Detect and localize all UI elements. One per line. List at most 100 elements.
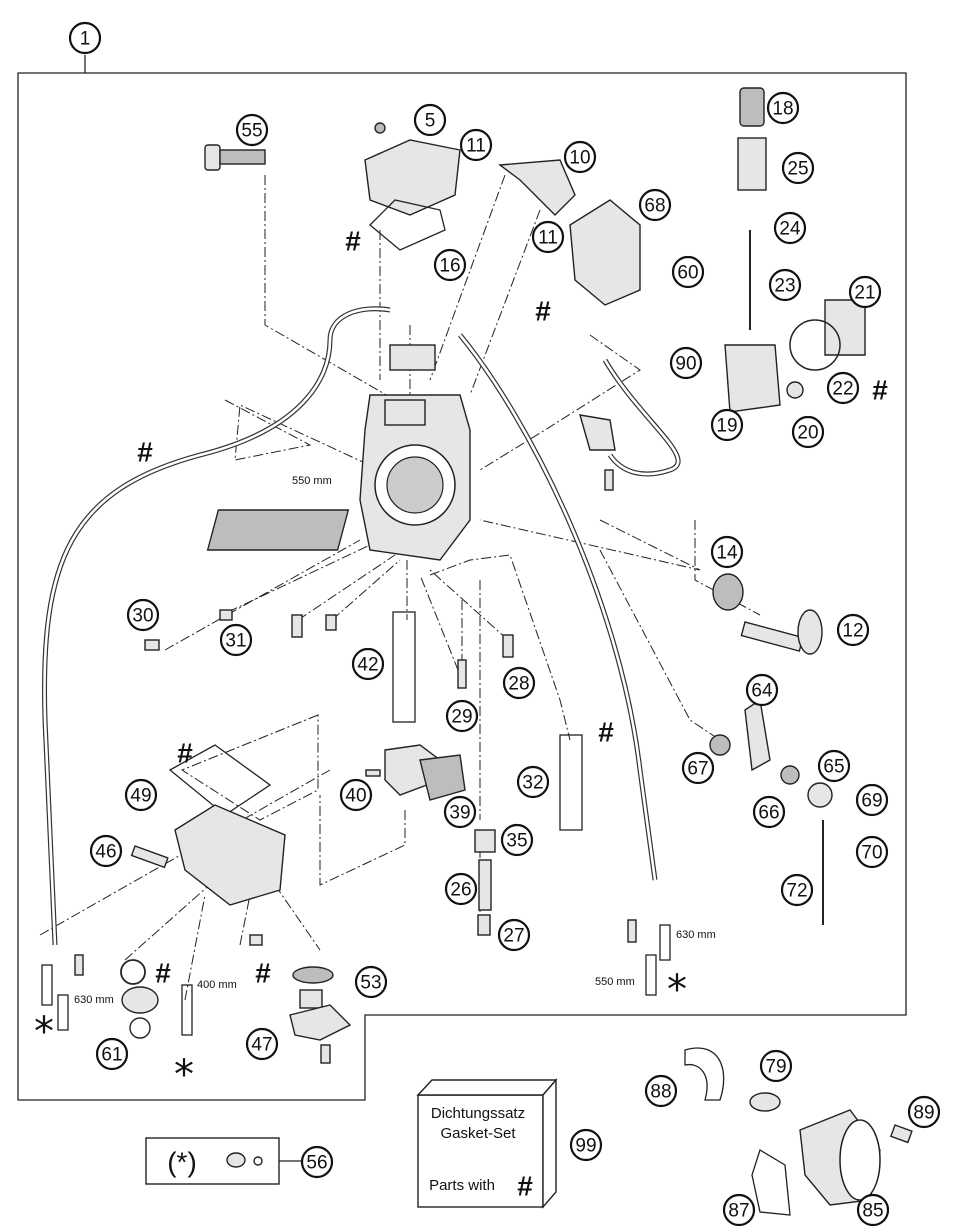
callout-56: 56 xyxy=(300,1145,334,1179)
callout-35: 35 xyxy=(500,823,534,857)
callout-47: 47 xyxy=(245,1027,279,1061)
hose-lines xyxy=(42,306,681,946)
callout-number: 23 xyxy=(774,276,795,297)
callout-circle xyxy=(855,835,889,869)
callout-circle xyxy=(351,647,385,681)
callout-number: 27 xyxy=(503,926,524,947)
star-marks: * * * xyxy=(34,967,687,1098)
callout-number: 11 xyxy=(466,136,486,157)
dim-630-right: 630 mm xyxy=(676,929,716,941)
callout-32: 32 xyxy=(516,765,550,799)
callout-number: 56 xyxy=(306,1153,327,1174)
callout-31: 31 xyxy=(219,623,253,657)
callout-circle xyxy=(502,666,536,700)
callout-circle xyxy=(768,268,802,302)
carburetor-body xyxy=(206,344,471,561)
callout-number: 66 xyxy=(758,803,779,824)
callout-20: 20 xyxy=(791,415,825,449)
callout-circle xyxy=(745,673,779,707)
star-mark: * xyxy=(174,1052,194,1098)
callout-circle xyxy=(531,220,565,254)
callout-circle xyxy=(759,1049,793,1083)
callout-number: 21 xyxy=(854,283,875,304)
callout-number: 87 xyxy=(728,1201,749,1222)
callout-circle xyxy=(773,211,807,245)
callout-number: 46 xyxy=(95,842,116,863)
dim-550-top: 550 mm xyxy=(292,475,332,487)
callout-number: 11 xyxy=(538,228,558,249)
callout-circle xyxy=(817,749,851,783)
callout-11: 11 xyxy=(459,128,493,162)
callout-number: 20 xyxy=(797,423,818,444)
callout-circle xyxy=(856,1193,890,1226)
callout-number: 85 xyxy=(862,1201,883,1222)
callout-number: 89 xyxy=(913,1103,934,1124)
callout-number: 64 xyxy=(751,681,773,702)
callout-number: 5 xyxy=(425,111,436,132)
callout-24: 24 xyxy=(773,211,807,245)
callout-number: 55 xyxy=(241,121,262,142)
callout-number: 25 xyxy=(787,159,808,180)
callout-99: 99 xyxy=(569,1128,603,1162)
callout-number: 14 xyxy=(716,543,738,564)
callout-number: 67 xyxy=(687,759,708,780)
callout-number: 70 xyxy=(861,843,882,864)
callout-circle xyxy=(235,113,269,147)
callout-circle xyxy=(300,1145,334,1179)
callout-circle xyxy=(644,1074,678,1108)
callout-circle xyxy=(791,415,825,449)
callout-number: 49 xyxy=(130,786,151,807)
callout-53: 53 xyxy=(354,965,388,999)
callout-number: 88 xyxy=(650,1082,671,1103)
callout-27: 27 xyxy=(497,918,531,952)
callout-number: 24 xyxy=(779,219,801,240)
callout-number: 29 xyxy=(451,707,472,728)
callout-number: 32 xyxy=(522,773,543,794)
callout-number: 26 xyxy=(450,880,471,901)
callout-16: 16 xyxy=(433,248,467,282)
callout-circle xyxy=(907,1095,941,1129)
callout-number: 65 xyxy=(823,757,844,778)
callout-68: 68 xyxy=(638,188,672,222)
callout-circle xyxy=(500,823,534,857)
callout-circle xyxy=(497,918,531,952)
callout-circle xyxy=(124,778,158,812)
callout-87: 87 xyxy=(722,1193,756,1226)
callout-18: 18 xyxy=(766,91,800,125)
callout-number: 19 xyxy=(716,416,737,437)
callout-circle xyxy=(569,1128,603,1162)
callout-circle xyxy=(669,346,703,380)
throttle-shaft xyxy=(712,573,823,655)
callout-55: 55 xyxy=(235,113,269,147)
callout-number: 31 xyxy=(225,631,246,652)
callout-circle xyxy=(516,765,550,799)
callout-22: 22 xyxy=(826,371,860,405)
top-cover xyxy=(364,122,461,251)
hash-mark: # xyxy=(177,738,193,769)
jet-parts xyxy=(144,609,583,831)
callout-circle xyxy=(710,408,744,442)
assembly-frame xyxy=(17,72,907,1101)
callout-number: 68 xyxy=(644,196,665,217)
dim-400: 400 mm xyxy=(197,979,237,991)
callout-number: 60 xyxy=(677,263,698,284)
callout-number: 39 xyxy=(449,803,470,824)
dim-630-left: 630 mm xyxy=(74,994,114,1006)
callout-number: 30 xyxy=(132,606,153,627)
part-90-cable xyxy=(579,414,616,451)
hash-marks: # # # # # # # # xyxy=(137,226,888,989)
callout-46: 46 xyxy=(89,834,123,868)
callout-circle xyxy=(245,1027,279,1061)
callout-circle xyxy=(826,371,860,405)
callout-85: 85 xyxy=(856,1193,890,1226)
callout-number: 42 xyxy=(357,655,378,676)
callout-30: 30 xyxy=(126,598,160,632)
callout-circle xyxy=(563,140,597,174)
hash-mark: # xyxy=(255,958,271,989)
callout-90: 90 xyxy=(669,346,703,380)
callout-circle xyxy=(354,965,388,999)
callout-circle xyxy=(855,783,889,817)
dimension-labels: 550 mm 630 mm 400 mm 630 mm 550 mm xyxy=(74,475,716,1006)
star-mark: * xyxy=(667,967,687,1013)
